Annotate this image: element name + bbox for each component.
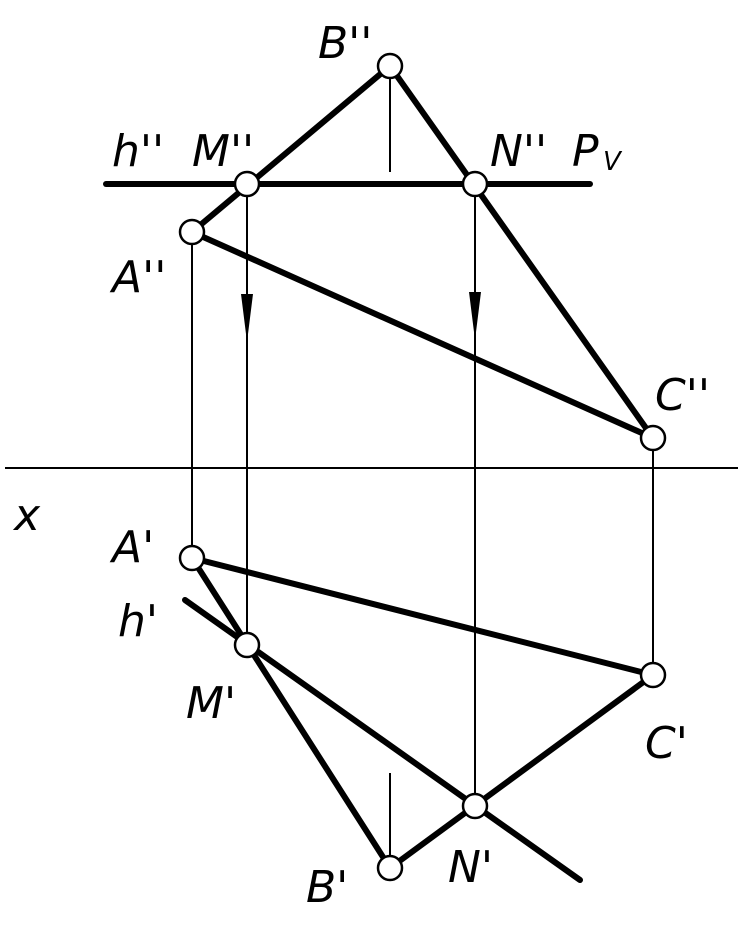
point-n1 [461,792,489,820]
point-c2 [639,424,667,452]
point-m1 [233,631,261,659]
point-n2 [461,170,489,198]
label-h2: h'' [112,126,164,177]
label-n2: N'' [490,126,547,177]
label-p-subscript: V [603,147,623,177]
label-c1: C' [645,718,688,769]
edge-a1-b1 [189,555,393,871]
label-n1: N' [448,842,493,893]
label-c2: C'' [655,370,710,421]
label-m2: M'' [192,126,254,177]
point-b2 [376,52,404,80]
edge-b2-c2 [387,63,656,441]
label-p: P [572,126,599,177]
label-a1: A' [109,522,154,573]
point-c1 [639,661,667,689]
point-a2 [178,218,206,246]
arrow-down-n [469,292,481,340]
label-b2: B'' [318,18,372,69]
arrow-down-m [241,294,253,342]
edge-a2-b2 [189,63,393,235]
point-b1 [376,854,404,882]
edge-a1-c1 [189,555,656,678]
label-a2: A'' [109,252,166,303]
edge-a2-c2 [189,229,656,441]
edge-c1-b1 [387,672,656,871]
label-x: x [12,490,41,541]
point-a1 [178,544,206,572]
label-h1: h' [118,596,158,647]
label-b1: B' [306,862,348,913]
label-m1: M' [186,678,236,729]
point-m2 [233,170,261,198]
